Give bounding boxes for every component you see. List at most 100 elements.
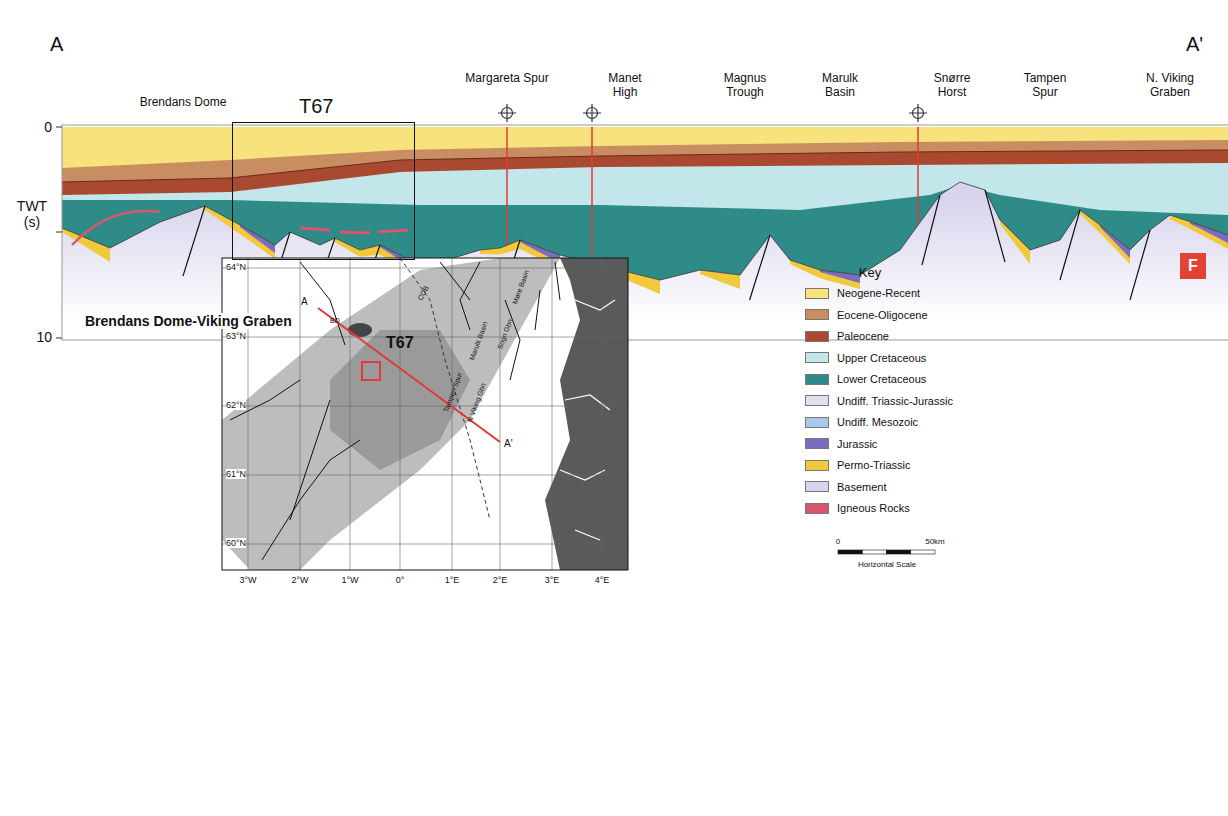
label: 50km [925, 537, 945, 546]
surface-line [62, 182, 1228, 280]
legend-row: Paleocene [805, 330, 889, 342]
igneous-sills [300, 228, 408, 233]
fault-line [183, 206, 205, 276]
well-trace [506, 127, 508, 245]
section-line [318, 308, 500, 442]
grid-line [500, 258, 501, 570]
label: 3°W [239, 575, 256, 585]
legend-text: Eocene-Oligocene [837, 309, 928, 321]
well-trace [591, 127, 593, 263]
fault-line [985, 190, 1005, 262]
map-frame [222, 258, 628, 570]
permo-triassic-wedge [790, 260, 860, 289]
label: Magnus Trough [716, 72, 774, 100]
grid-line [222, 544, 628, 545]
grid-line [452, 258, 453, 570]
permo-triassic-wedge [1000, 220, 1030, 264]
grid-line [222, 475, 628, 476]
label: 2°E [493, 575, 508, 585]
label: Key [859, 266, 881, 281]
legend-swatch [805, 438, 829, 449]
label: 62°N [226, 400, 246, 410]
grid-line [222, 406, 628, 407]
basin-band [222, 258, 560, 570]
study-box: T67 [232, 122, 415, 260]
label: 0 [836, 537, 840, 546]
label: 4°E [595, 575, 610, 585]
fault-line [1060, 210, 1080, 280]
permo-triassic-wedge [205, 206, 275, 259]
dome-outline [348, 323, 372, 337]
legend-text: Undiff. Mesozoic [837, 416, 918, 428]
well-cross [583, 104, 601, 122]
grid-line [400, 258, 401, 570]
axis-tick [56, 127, 62, 128]
well-symbol [583, 104, 601, 122]
fault-line [922, 195, 940, 265]
node-label: F [1188, 257, 1198, 275]
legend-swatch [805, 309, 829, 320]
label: 1°E [445, 575, 460, 585]
jurassic-wedge [1100, 225, 1130, 258]
legend-swatch [805, 331, 829, 342]
legend-swatch [805, 288, 829, 299]
legend-row: Igneous Rocks [805, 502, 910, 514]
label: 61°N [226, 469, 246, 479]
axis-tick [56, 232, 62, 233]
legend-row: Upper Cretaceous [805, 352, 926, 364]
legend-text: Basement [837, 481, 887, 493]
label: 60°N [226, 538, 246, 548]
node-label: T67 [299, 95, 333, 117]
label: A [50, 33, 63, 56]
label: Snørre Horst [926, 72, 978, 100]
jurassic-wedge [1190, 222, 1228, 243]
legend-row: Permo-Triassic [805, 459, 911, 471]
label: Brendans Dome [140, 96, 227, 110]
scale-segment [838, 550, 862, 554]
igneous-arc [72, 211, 160, 245]
scale-segment [862, 550, 886, 554]
legend-row: Eocene-Oligocene [805, 309, 928, 321]
label: Horizontal Scale [858, 560, 916, 569]
permo-triassic-wedge [1080, 210, 1130, 264]
legend-row: Lower Cretaceous [805, 373, 926, 385]
figure-tag: F [1180, 253, 1206, 279]
cob-line [400, 258, 490, 520]
grid-line [552, 258, 553, 570]
paleocene-top [62, 150, 1228, 182]
fault-line [1130, 230, 1150, 300]
legend-swatch [805, 395, 829, 406]
label: A [301, 296, 308, 308]
label: 0 [44, 119, 52, 135]
well-symbol [909, 104, 927, 122]
well-symbol [498, 104, 516, 122]
scale-bar [838, 550, 935, 554]
scale-segment [887, 550, 911, 554]
label: BD [330, 317, 340, 325]
legend-row: Basement [805, 481, 887, 493]
label: A' [1186, 33, 1203, 56]
legend-text: Lower Cretaceous [837, 373, 926, 385]
legend-swatch [805, 460, 829, 471]
label: Manet High [599, 72, 651, 100]
label: 10 [36, 329, 52, 345]
label: 63°N [226, 331, 246, 341]
upper-cretaceous-layer [62, 163, 1228, 340]
legend-text: Permo-Triassic [837, 459, 911, 471]
label: T67 [386, 334, 414, 352]
map-ground [222, 258, 628, 570]
legend-text: Igneous Rocks [837, 502, 910, 514]
label: Tampen Spur [1019, 72, 1071, 100]
legend-text: Upper Cretaceous [837, 352, 926, 364]
label: TWT (s) [12, 198, 52, 230]
label: Marulk Basin [814, 72, 866, 100]
label: Margareta Spur [465, 72, 548, 86]
grid-line [602, 258, 603, 570]
label: 1°W [341, 575, 358, 585]
grid-line [222, 268, 628, 269]
legend-swatch [805, 503, 829, 514]
well-trace [917, 127, 919, 225]
label: A' [504, 438, 513, 450]
location-map [222, 258, 628, 570]
